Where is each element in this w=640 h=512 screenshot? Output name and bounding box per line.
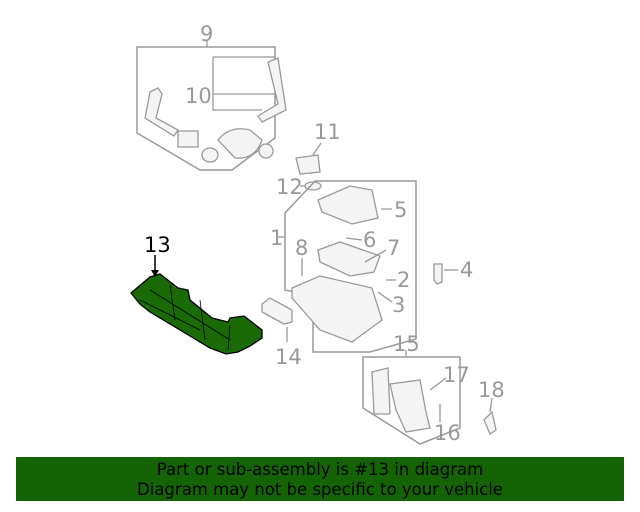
callout-2: 2 <box>397 268 410 292</box>
callout-15: 15 <box>393 332 420 356</box>
air-box <box>291 275 383 343</box>
callout-10: 10 <box>185 84 212 108</box>
callout-3: 3 <box>392 293 405 317</box>
callout-5: 5 <box>394 198 407 222</box>
group-9-outline <box>136 46 276 171</box>
group-15-outline <box>362 356 461 445</box>
callout-1: 1 <box>270 226 283 250</box>
banner-line-2: Diagram may not be specific to your vehi… <box>137 480 503 499</box>
air-filter <box>317 241 381 277</box>
highlighted-part-13[interactable] <box>130 273 263 355</box>
callout-14: 14 <box>275 345 302 369</box>
air-duct <box>217 128 263 159</box>
bracket <box>261 297 293 325</box>
callout-11: 11 <box>314 120 341 144</box>
callout-13[interactable]: 13 <box>144 233 171 257</box>
air-filter-cover <box>317 185 379 225</box>
callout-18: 18 <box>478 378 505 402</box>
callout-9: 9 <box>200 22 213 46</box>
callout-8: 8 <box>295 236 308 260</box>
callout-16: 16 <box>434 421 461 445</box>
callout-4: 4 <box>460 258 473 282</box>
callout-12: 12 <box>276 175 303 199</box>
air-hose <box>144 87 179 137</box>
banner-line-1: Part or sub-assembly is #13 in diagram <box>156 460 484 479</box>
callout-6: 6 <box>363 228 376 252</box>
callout-17: 17 <box>443 363 470 387</box>
info-banner: Part or sub-assembly is #13 in diagram D… <box>16 457 624 501</box>
callout-7: 7 <box>387 236 400 260</box>
clip <box>177 130 199 148</box>
